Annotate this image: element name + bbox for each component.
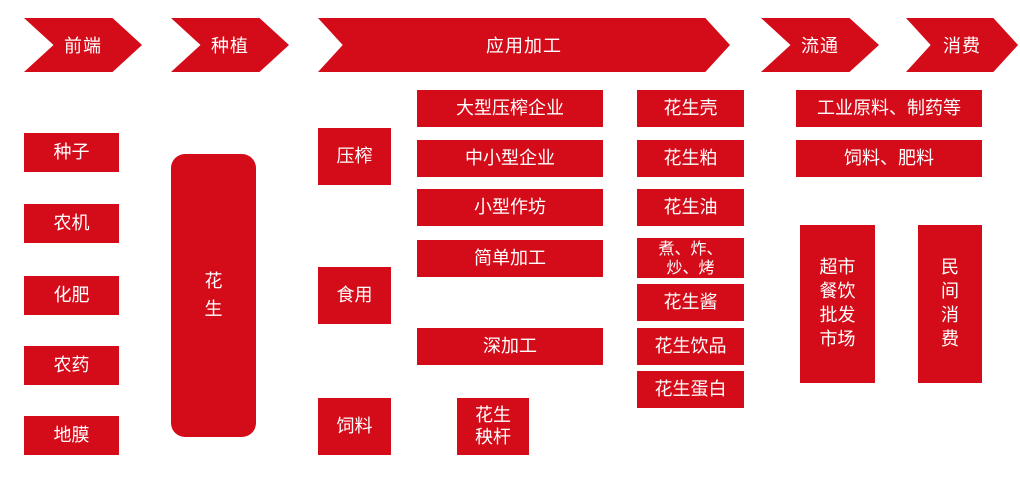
stage-label-front: 前端 bbox=[64, 36, 102, 57]
usage-food: 食用 bbox=[318, 267, 391, 324]
stage-arrow-circulation: 流通 bbox=[761, 18, 879, 72]
stage-arrow-processing: 应用加工 bbox=[318, 18, 730, 72]
stage-label-planting: 种植 bbox=[211, 36, 249, 57]
usage-press: 压榨 bbox=[318, 128, 391, 185]
product-cooked: 煮、炸、 炒、烤 bbox=[637, 238, 744, 278]
circulation-feed-fertilizer: 饲料、肥料 bbox=[796, 140, 982, 177]
product-sauce: 花生酱 bbox=[637, 284, 744, 321]
processing-medium: 中小型企业 bbox=[417, 140, 603, 177]
input-machinery: 农机 bbox=[24, 204, 119, 243]
input-film: 地膜 bbox=[24, 416, 119, 455]
stage-arrow-front: 前端 bbox=[24, 18, 142, 72]
processing-small: 小型作坊 bbox=[417, 189, 603, 226]
stage-label-processing: 应用加工 bbox=[486, 36, 562, 57]
input-seed: 种子 bbox=[24, 133, 119, 172]
usage-feed: 饲料 bbox=[318, 398, 391, 455]
processing-large: 大型压榨企业 bbox=[417, 90, 603, 127]
processing-simple: 简单加工 bbox=[417, 240, 603, 277]
stage-arrow-consumption: 消费 bbox=[906, 18, 1018, 72]
product-meal: 花生粕 bbox=[637, 140, 744, 177]
product-drink: 花生饮品 bbox=[637, 328, 744, 365]
processing-deep: 深加工 bbox=[417, 328, 603, 365]
circulation-market: 超市 餐饮 批发 市场 bbox=[800, 225, 875, 383]
processing-straw: 花生 秧杆 bbox=[457, 398, 529, 455]
stage-label-consumption: 消费 bbox=[943, 36, 981, 57]
product-protein: 花生蛋白 bbox=[637, 371, 744, 408]
input-fertilizer: 化肥 bbox=[24, 276, 119, 315]
product-shell: 花生壳 bbox=[637, 90, 744, 127]
planting-peanut: 花 生 bbox=[171, 154, 256, 437]
circulation-industrial: 工业原料、制药等 bbox=[796, 90, 982, 127]
input-pesticide: 农药 bbox=[24, 346, 119, 385]
stage-arrow-planting: 种植 bbox=[171, 18, 289, 72]
consumption-civil: 民 间 消 费 bbox=[918, 225, 982, 383]
product-oil: 花生油 bbox=[637, 189, 744, 226]
stage-label-circulation: 流通 bbox=[801, 36, 839, 57]
